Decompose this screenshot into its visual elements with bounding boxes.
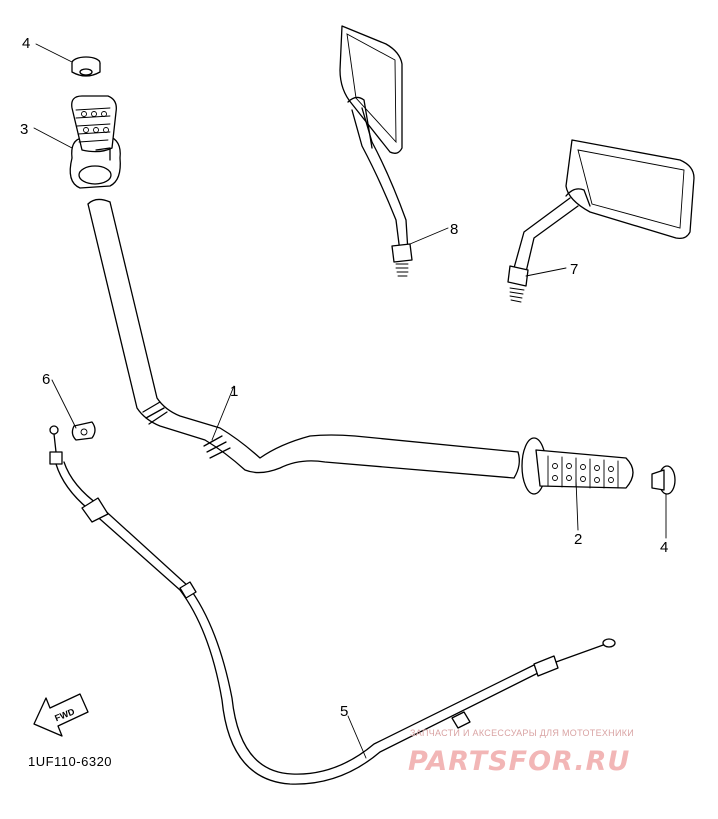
left-grip [69,95,121,189]
watermark-brand: PARTSFOR.RU [408,746,630,777]
throttle-cable [49,425,616,785]
drawing-code: 1UF110-6320 [28,754,112,769]
watermark-tagline: ЗАПЧАСТИ И АКСЕССУАРЫ ДЛЯ МОТОТЕХНИКИ [410,728,634,738]
callouts: 4 3 1 6 8 7 2 4 5 [20,35,668,720]
watermark: ЗАПЧАСТИ И АКСЕССУАРЫ ДЛЯ МОТОТЕХНИКИ PA… [408,728,634,777]
callout-4-right: 4 [660,539,668,556]
cable-clamp [71,421,96,441]
handlebar [87,198,520,479]
callout-2: 2 [574,531,582,548]
callout-4-left: 4 [22,35,30,52]
callout-5: 5 [340,703,348,720]
left-mirror [339,25,413,277]
callout-3: 3 [20,121,28,138]
callout-7: 7 [570,261,578,278]
right-grip [521,437,634,495]
right-mirror [507,139,695,303]
grip-end-left [71,56,101,77]
callout-8: 8 [450,221,458,238]
callout-6: 6 [42,371,50,388]
forward-arrow-icon: FWD [33,693,89,737]
callout-1: 1 [230,383,238,400]
grip-end-right [651,465,676,495]
leader-lines [33,43,667,759]
